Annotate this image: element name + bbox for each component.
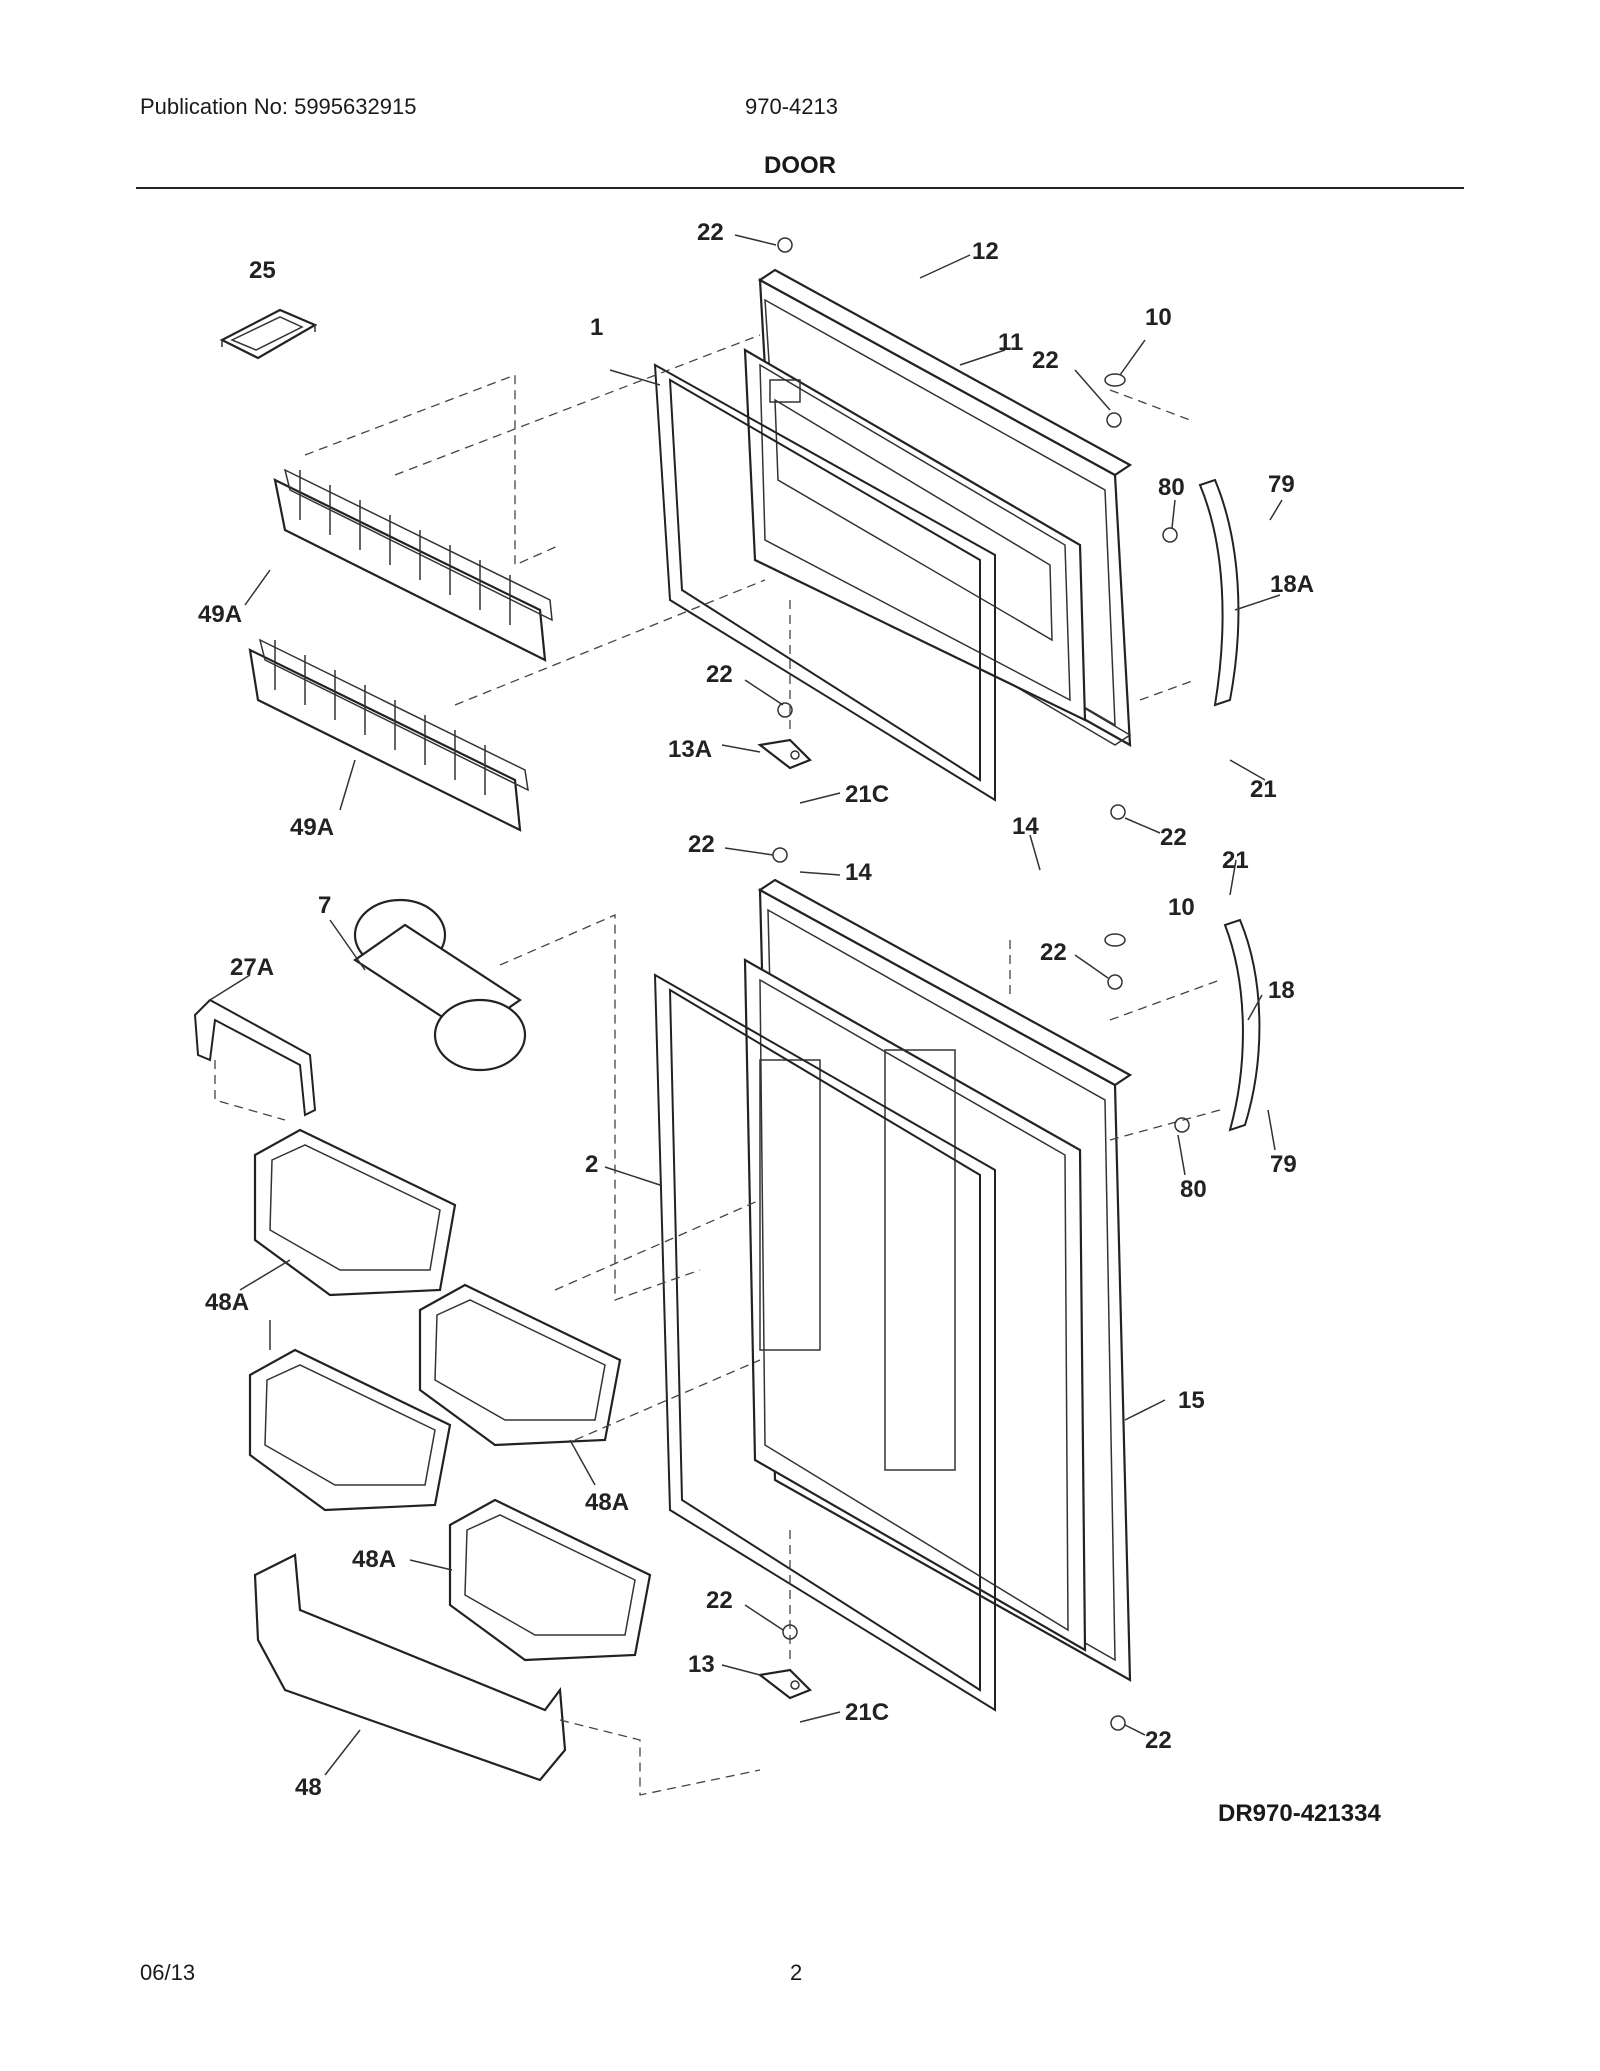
callout-13a: 13A — [668, 736, 712, 763]
model-number: 970-4213 — [745, 94, 838, 119]
bushing-80-b — [1174, 1117, 1190, 1133]
publication-date: 06/13 — [140, 1960, 196, 1985]
callout-21c: 21C — [845, 1699, 889, 1726]
wire-shelf-49a-upper — [273, 468, 553, 662]
callout-13: 13 — [688, 1651, 715, 1678]
callout-2: 2 — [585, 1151, 598, 1178]
callout-1: 1 — [590, 314, 603, 341]
screw-22-a — [777, 237, 793, 253]
screw-22-b — [1106, 412, 1122, 428]
callout-22: 22 — [1160, 824, 1187, 851]
callout-22: 22 — [1040, 939, 1067, 966]
callout-7: 7 — [318, 892, 331, 919]
ice-tray-part-25 — [219, 308, 318, 360]
callout-27a: 27A — [230, 954, 274, 981]
callout-21: 21 — [1250, 776, 1277, 803]
callout-12: 12 — [972, 238, 999, 265]
wire-shelf-49a-lower — [248, 638, 529, 832]
callout-22: 22 — [706, 1587, 733, 1614]
egg-bin-part-7 — [353, 898, 527, 1072]
callout-18: 18 — [1268, 977, 1295, 1004]
bushing-80-a — [1162, 527, 1178, 543]
cap-10-a — [1104, 373, 1126, 387]
callout-11: 11 — [998, 329, 1023, 356]
callout-10: 10 — [1168, 894, 1195, 921]
hinge-13 — [757, 1668, 812, 1700]
freezer-door-liner-11 — [743, 348, 1087, 722]
fresh-food-door-liner — [743, 958, 1087, 1652]
dairy-door-27a — [193, 998, 317, 1117]
callout-22: 22 — [688, 831, 715, 858]
callout-22: 22 — [1032, 347, 1059, 374]
header-divider — [136, 187, 1464, 189]
publication-number: Publication No: 5995632915 — [140, 94, 417, 119]
door-bin-48a-4 — [448, 1498, 652, 1662]
screw-22-d — [1110, 804, 1126, 820]
hinge-13a — [757, 738, 812, 770]
screw-22-e — [772, 847, 788, 863]
callout-15: 15 — [1178, 1387, 1205, 1414]
callout-21: 21 — [1222, 847, 1249, 874]
screw-22-c — [777, 702, 793, 718]
door-bin-48a-3 — [248, 1348, 452, 1512]
callout-22: 22 — [706, 661, 733, 688]
drawing-reference-number: DR970-421334 — [1218, 1800, 1381, 1827]
callout-25: 25 — [249, 257, 276, 284]
fresh-food-handle-18 — [1223, 918, 1261, 1132]
callout-79: 79 — [1268, 471, 1295, 498]
page-title: DOOR — [764, 152, 836, 179]
callout-18a: 18A — [1270, 571, 1314, 598]
page-number: 2 — [790, 1960, 803, 1985]
callout-14: 14 — [1012, 813, 1039, 840]
callout-48: 48 — [295, 1774, 322, 1801]
callout-49a: 49A — [198, 601, 242, 628]
leader-lines — [209, 234, 1283, 1776]
callout-22: 22 — [697, 219, 724, 246]
fresh-food-door-gasket-2 — [653, 973, 996, 1712]
door-bin-48a-1 — [253, 1128, 457, 1297]
callout-48a: 48A — [585, 1489, 629, 1516]
door-bin-48a-2 — [418, 1283, 622, 1447]
screw-22-g — [782, 1624, 798, 1640]
callout-22: 22 — [1145, 1727, 1172, 1754]
callout-10: 10 — [1145, 304, 1172, 331]
callout-48a: 48A — [205, 1289, 249, 1316]
callout-49a: 49A — [290, 814, 334, 841]
freezer-handle-18a — [1198, 478, 1240, 707]
screw-22-f — [1107, 974, 1123, 990]
callout-48a: 48A — [352, 1546, 396, 1573]
callout-14: 14 — [845, 859, 872, 886]
screw-22-h — [1110, 1715, 1126, 1731]
freezer-door-gasket-1 — [653, 363, 996, 802]
callout-79: 79 — [1270, 1151, 1297, 1178]
callout-80: 80 — [1180, 1176, 1207, 1203]
callout-21c: 21C — [845, 781, 889, 808]
cap-10-b — [1104, 933, 1126, 947]
callout-80: 80 — [1158, 474, 1185, 501]
